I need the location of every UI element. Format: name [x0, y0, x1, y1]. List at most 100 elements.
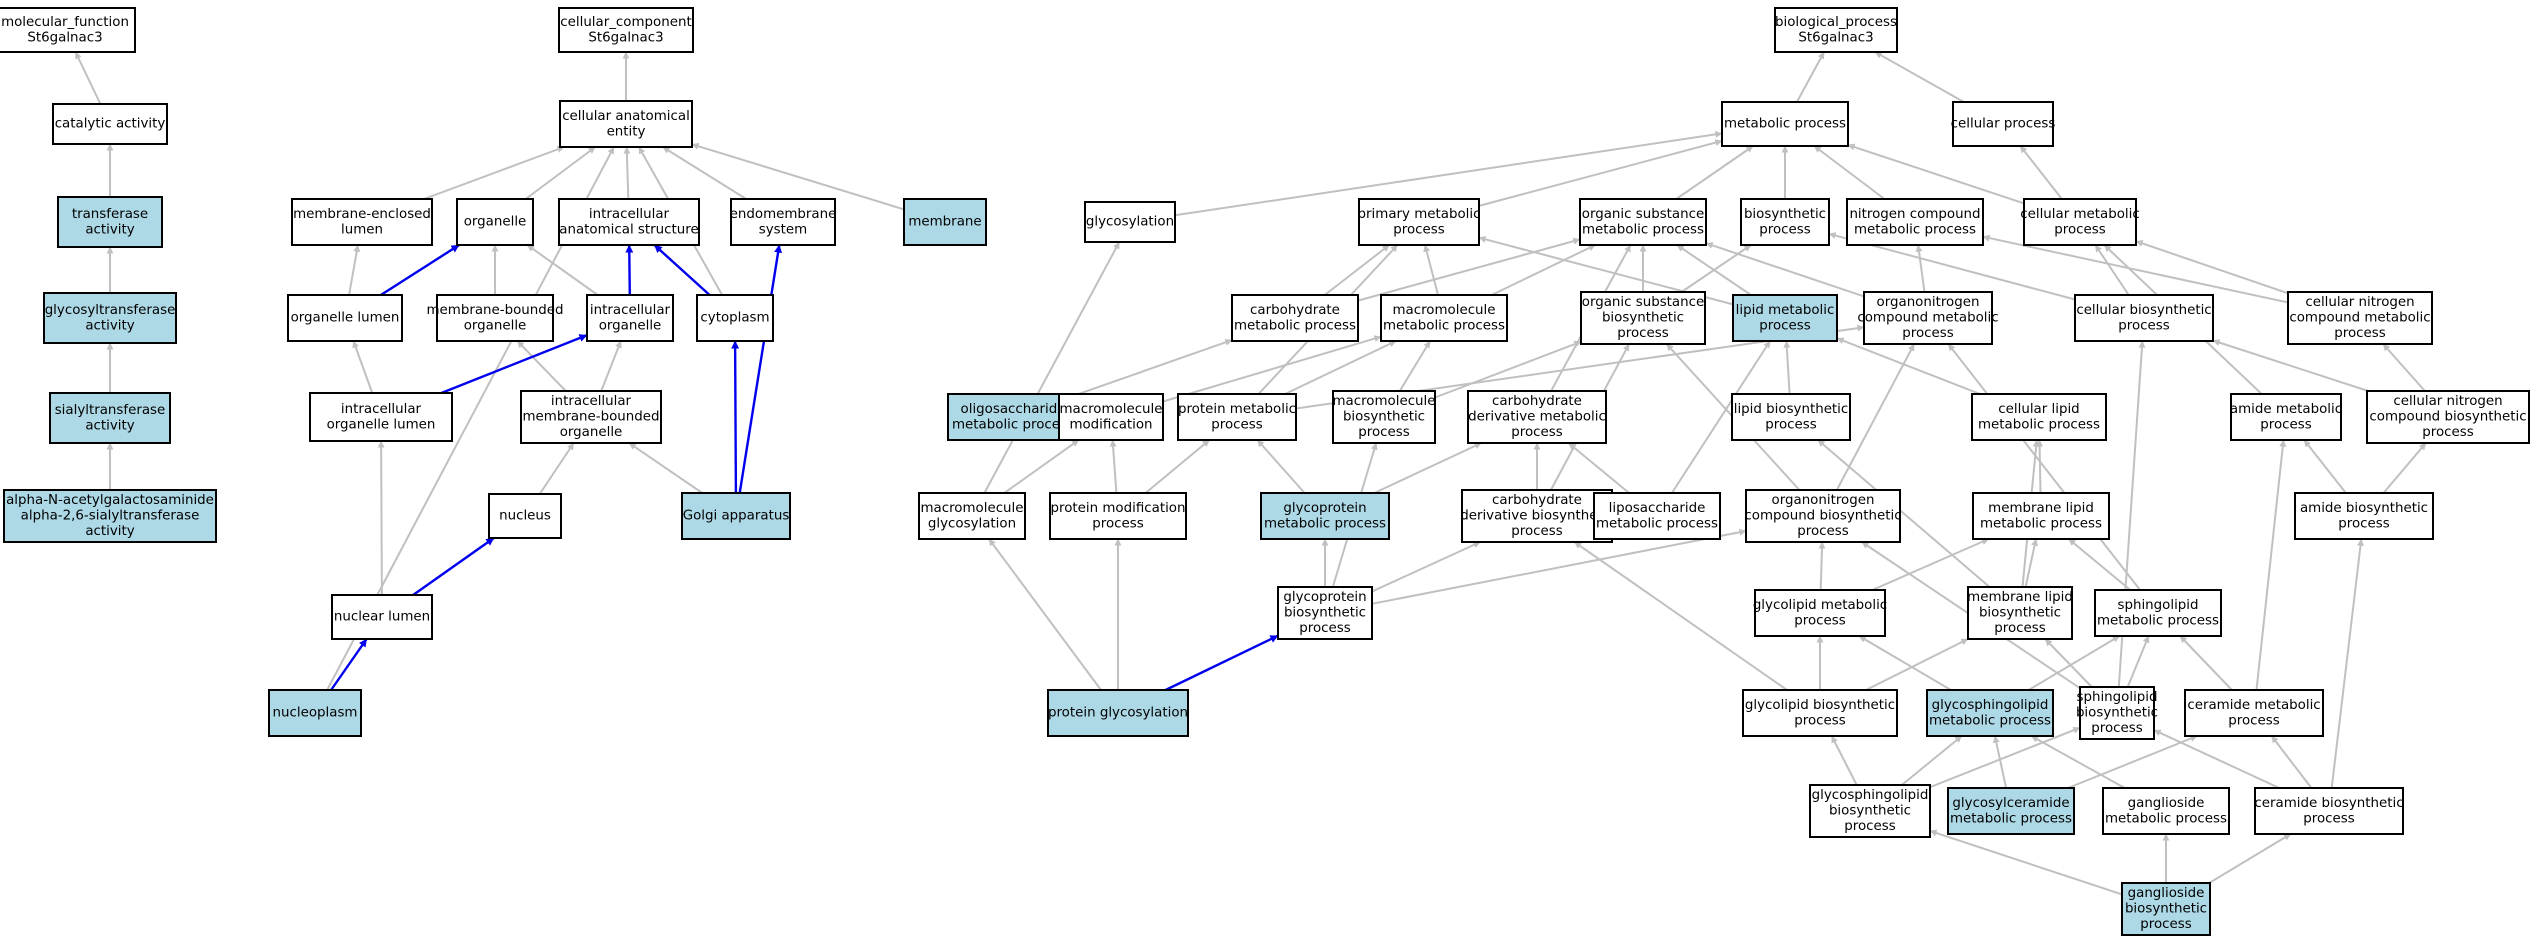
node-cytoplasm[interactable]: cytoplasm — [696, 294, 774, 342]
edge-cytoplasm-to-ias — [653, 244, 711, 296]
node-label-cc-line-1: St6galnac3 — [588, 30, 663, 45]
node-organelle[interactable]: organelle — [456, 198, 534, 246]
edge-nucleoplasm-to-nuclear_lumen — [330, 638, 368, 691]
node-golgi[interactable]: Golgi apparatus — [681, 492, 791, 540]
edge-golgi-to-imbo — [628, 442, 703, 494]
node-nucleus[interactable]: nucleus — [488, 493, 562, 539]
node-catalytic[interactable]: catalytic activity — [52, 103, 168, 145]
node-label-carbmp-line-0: carbohydrate — [1250, 303, 1340, 318]
node-membrane[interactable]: membrane — [903, 198, 987, 246]
edge-macrobp-to-osbp — [1434, 340, 1582, 399]
edge-organelle-to-cae — [525, 146, 596, 200]
node-nuclear_lumen[interactable]: nuclear lumen — [331, 594, 433, 640]
node-label-cmp-line-1: process — [2054, 222, 2105, 237]
node-nucleoplasm[interactable]: nucleoplasm — [268, 689, 362, 737]
node-box-carbmp — [1231, 294, 1359, 342]
node-box-cncbp — [2366, 390, 2530, 444]
node-box-sialyltransferase — [49, 392, 171, 444]
node-label-bp-line-0: biological_process — [1775, 15, 1897, 30]
node-label-organelle-line-0: organelle — [464, 215, 527, 230]
edge-glycoprotmp-to-protmp — [1256, 439, 1306, 494]
node-label-cerabp-line-1: process — [2303, 811, 2354, 826]
node-organelle_lumen[interactable]: organelle lumen — [287, 294, 403, 342]
node-box-sphbp — [2079, 686, 2155, 740]
node-label-glycoprotbp-line-2: process — [1299, 621, 1350, 636]
edge-oligo-to-carbmp — [1077, 339, 1233, 396]
node-label-oncbp-line-1: compound biosynthetic — [1744, 509, 1901, 524]
node-protglyc[interactable]: protein glycosylation — [1047, 689, 1189, 737]
edge-endomembrane-to-cae — [662, 146, 747, 200]
node-box-cytoplasm — [696, 294, 774, 342]
node-box-cdbp — [1461, 489, 1613, 543]
node-box-oligo — [947, 393, 1079, 441]
edge-ceramp-to-amidemp — [2255, 439, 2287, 691]
node-metabolic[interactable]: metabolic process — [1721, 101, 1849, 147]
edge-mlmp-to-clmp — [2036, 439, 2044, 494]
node-box-mel — [291, 198, 433, 246]
node-glycosylation[interactable]: glycosylation — [1084, 201, 1176, 243]
node-alpha26[interactable]: alpha-N-acetylgalactosaminidealpha-2,6-s… — [3, 489, 217, 543]
node-cellular_process[interactable]: cellular process — [1951, 101, 2056, 147]
node-label-oncmp-line-1: compound metabolic — [1857, 311, 1998, 326]
node-label-gcermp-line-1: metabolic process — [1950, 811, 2072, 826]
node-label-iol-line-1: organelle lumen — [327, 417, 436, 432]
node-label-gsphmp-line-0: glycosphingolipid — [1932, 698, 2049, 713]
